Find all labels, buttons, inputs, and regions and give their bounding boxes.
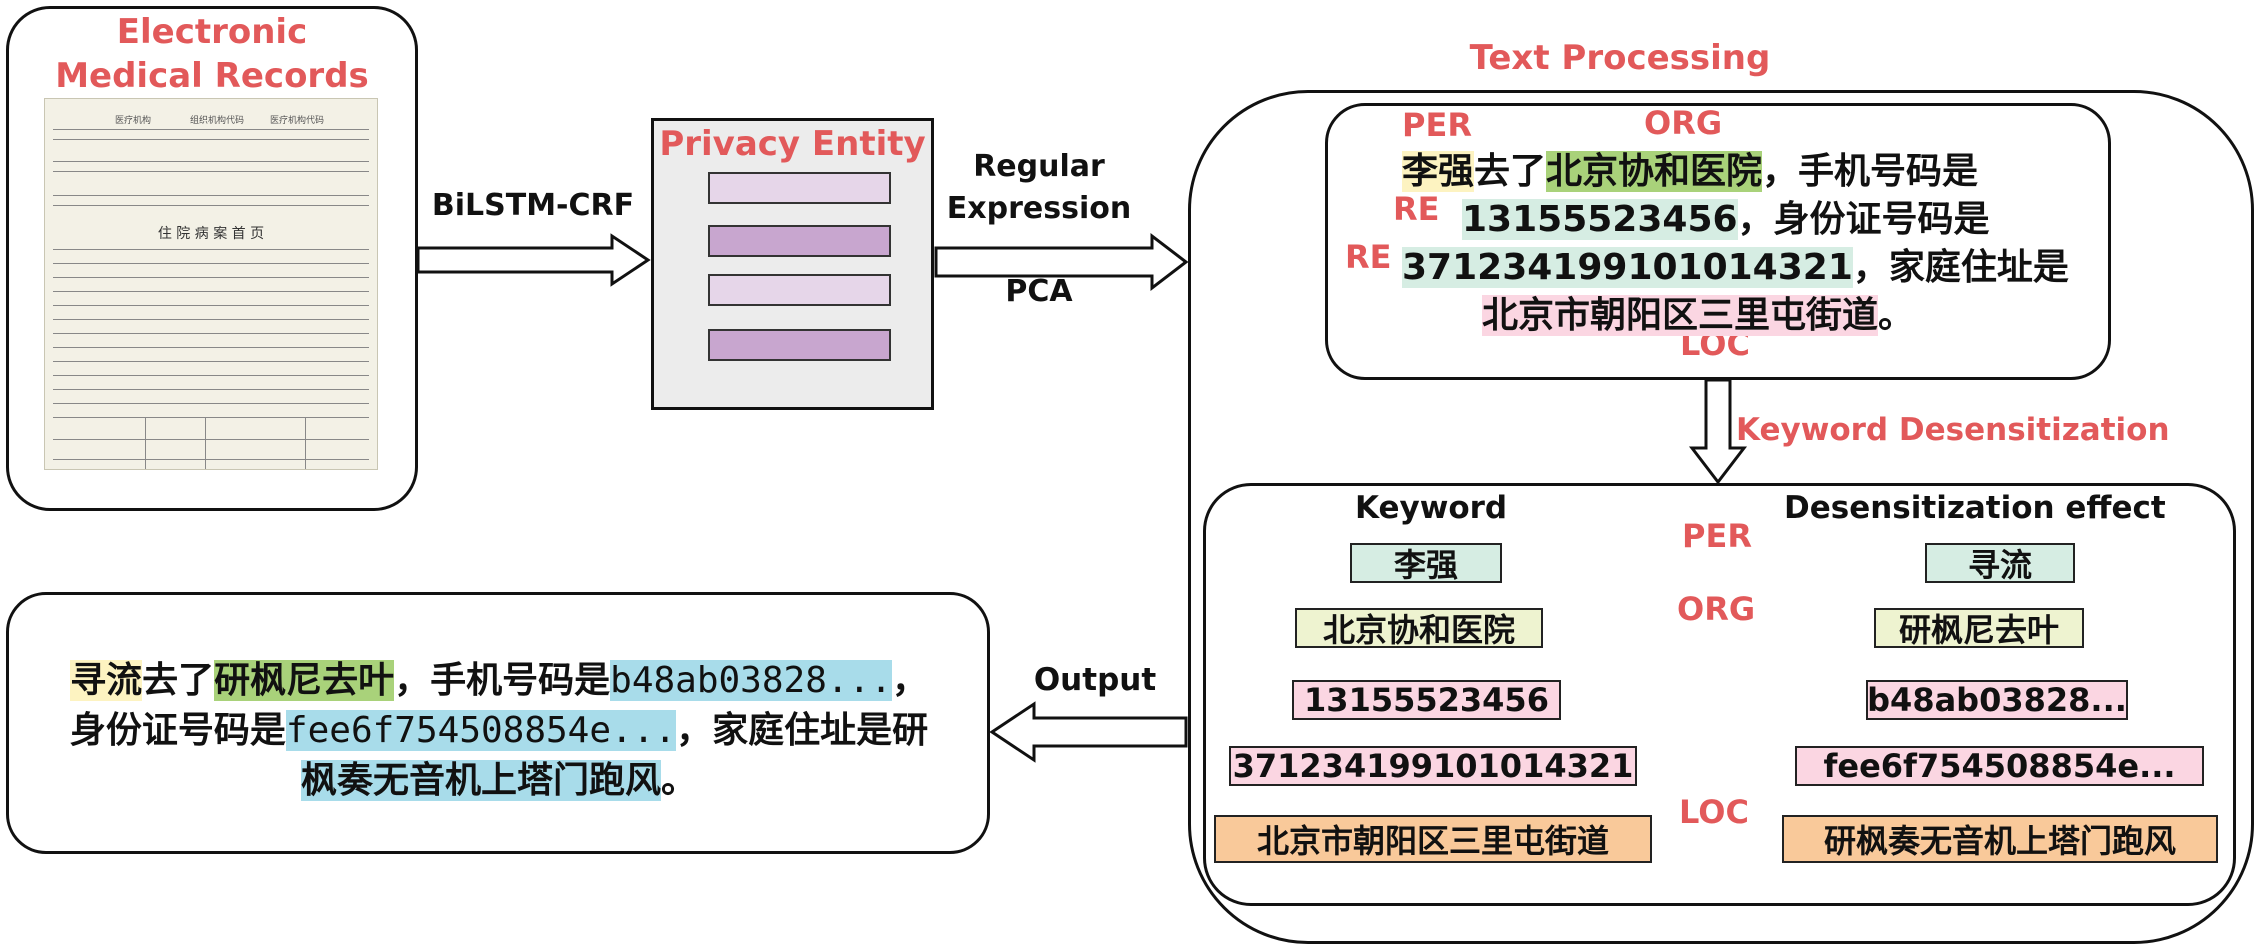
col-effect-header: Desensitization effect [1784,490,2166,526]
sentence-line-1: 李强去了北京协和医院，手机号码是 [1402,142,1978,194]
text-processing-title: Text Processing [1469,38,1771,78]
records-title-line1: Electronic [116,12,308,52]
sentence-line-4: 北京市朝阳区三里屯街道。 [1482,286,1914,338]
output-phone: b48ab03828... [610,660,892,701]
doc-header-b: 组织机构代码 [190,116,245,126]
output-per: 寻流 [70,660,143,701]
keyword-desensitization-label: Keyword Desensitization [1736,412,2170,448]
output-line-3: 枫奏无音机上塔门跑风。 [18,756,980,806]
records-title: Electronic Medical Records [6,10,418,98]
output-fragment: 去了 [142,660,215,701]
effect-box-id: fee6f754508854e... [1795,746,2204,786]
entity-org: 北京协和医院 [1546,151,1763,192]
output-line-2: 身份证号码是fee6f754508854e...，家庭住址是研 [18,706,980,756]
sentence-line-3: 371234199101014321，家庭住址是 [1402,238,2069,290]
medical-record-document: 医疗机构 组织机构代码 医疗机构代码 住 院 病 案 首 页 [44,98,378,470]
sentence-text: ，身份证号码是 [1737,199,1990,240]
row-tag-org: ORG [1677,590,1756,628]
effect-box-loc: 研枫奏无音机上塔门跑风 [1782,815,2218,863]
sentence-text: 去了 [1474,151,1547,192]
output-loc: 枫奏无音机上塔门跑风 [300,760,661,801]
output-fragment: ，家庭住址是研 [676,710,929,751]
output-label: Output [1033,662,1157,698]
output-fragment: ，手机号码是 [394,660,611,701]
output-fragment: 。 [661,760,698,801]
privacy-entity-title: Privacy Entity [659,124,926,164]
sentence-text: ，家庭住址是 [1852,247,2069,288]
arrow-output [989,701,1188,763]
keyword-box-id: 371234199101014321 [1229,746,1637,786]
privacy-entity-bar-2 [708,225,891,257]
tag-per: PER [1402,106,1472,144]
output-org: 研枫尼去叶 [214,660,395,701]
output-line-1: 寻流去了研枫尼去叶，手机号码是b48ab03828...， [18,656,980,706]
entity-per: 李强 [1402,151,1475,192]
output-fragment: ， [891,660,928,701]
sentence-text: ，手机号码是 [1762,151,1979,192]
sentence-text: 。 [1878,295,1915,336]
regex-label-line2: Expression [946,191,1132,226]
keyword-box-phone: 13155523456 [1292,680,1561,720]
privacy-entity-bar-4 [708,329,891,361]
output-text: 寻流去了研枫尼去叶，手机号码是b48ab03828...， 身份证号码是fee6… [18,656,980,806]
effect-box-per: 寻流 [1925,543,2075,583]
pca-label: PCA [1005,274,1073,309]
arrow-regex [934,232,1189,292]
doc-title: 住 院 病 案 首 页 [157,226,265,242]
entity-id: 371234199101014321 [1402,247,1853,288]
tag-re-1: RE [1393,190,1440,228]
effect-box-phone: b48ab03828... [1866,680,2128,720]
regex-label: Regular Expression [936,146,1142,230]
tag-org: ORG [1644,104,1723,142]
effect-box-org: 研枫尼去叶 [1874,608,2084,648]
entity-loc: 北京市朝阳区三里屯街道 [1482,295,1879,336]
doc-header-c: 医疗机构代码 [270,116,325,126]
tag-re-2: RE [1345,238,1392,276]
privacy-entity-box [651,118,934,410]
output-fragment: 身份证号码是 [69,710,286,751]
records-title-line2: Medical Records [55,56,369,96]
keyword-box-per: 李强 [1350,543,1502,583]
output-id: fee6f754508854e... [285,710,677,751]
row-tag-per: PER [1682,517,1752,555]
arrow-bilstm [416,233,651,287]
doc-header-a: 医疗机构 [115,116,152,126]
col-keyword-header: Keyword [1355,490,1508,526]
row-tag-loc: LOC [1679,793,1749,831]
text-processing-container [1188,90,2254,944]
keyword-box-org: 北京协和医院 [1295,608,1543,648]
keyword-box-loc: 北京市朝阳区三里屯街道 [1214,815,1652,863]
sentence-line-2: 13155523456，身份证号码是 [1462,190,1990,242]
entity-phone: 13155523456 [1462,199,1738,240]
privacy-entity-bar-3 [708,274,891,306]
regex-label-line1: Regular [973,149,1105,184]
bilstm-crf-label: BiLSTM-CRF [431,188,635,223]
privacy-entity-bar-1 [708,172,891,204]
arrow-down [1688,378,1748,485]
